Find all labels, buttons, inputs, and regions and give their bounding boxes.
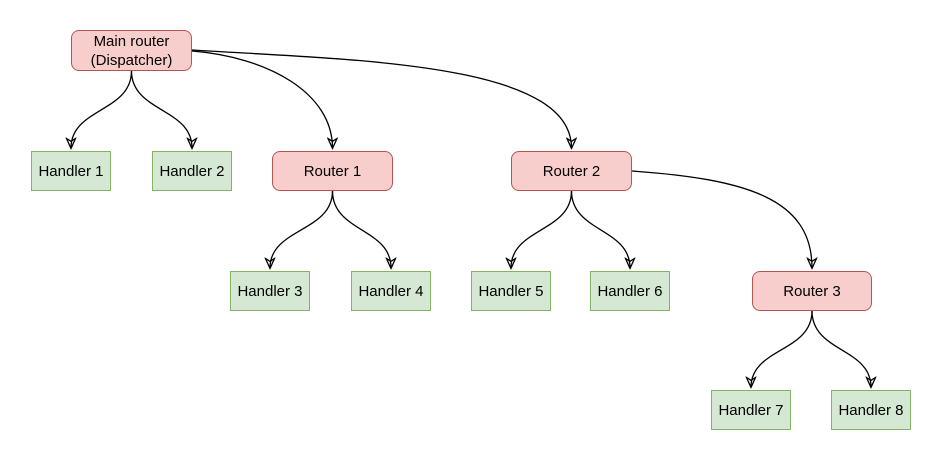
- edge-main-router-to-handler-2: [130, 70, 193, 148]
- node-router-2-label: Router 2: [542, 162, 601, 180]
- edge-main-router-to-router-1: [191, 50, 333, 148]
- node-handler-3: Handler 3: [230, 271, 310, 311]
- edge-router-3-to-handler-8: [811, 310, 871, 387]
- node-handler-7: Handler 7: [711, 390, 791, 430]
- edge-router-1-to-handler-3: [270, 190, 334, 268]
- edge-main-router-to-router-2: [191, 49, 572, 148]
- edge-router-3-to-handler-7: [751, 310, 813, 387]
- node-handler-7-label: Handler 7: [718, 401, 784, 419]
- node-handler-1-label: Handler 1: [38, 162, 104, 180]
- edge-router-2-to-router-3: [631, 170, 812, 268]
- node-router-1-label: Router 1: [303, 162, 362, 180]
- node-handler-2: Handler 2: [152, 151, 232, 191]
- node-handler-1: Handler 1: [31, 151, 111, 191]
- node-router-3-label: Router 3: [783, 282, 841, 300]
- node-handler-6: Handler 6: [590, 271, 670, 311]
- node-handler-5: Handler 5: [471, 271, 551, 311]
- node-router-1: Router 1: [272, 151, 393, 191]
- node-handler-8-label: Handler 8: [838, 401, 904, 419]
- node-handler-5-label: Handler 5: [478, 282, 544, 300]
- node-main-router: Main router (Dispatcher): [71, 30, 192, 71]
- node-handler-8: Handler 8: [831, 390, 911, 430]
- edge-router-2-to-handler-5: [511, 190, 573, 268]
- node-handler-6-label: Handler 6: [597, 282, 663, 300]
- node-main-router-label: Main router (Dispatcher): [90, 32, 173, 69]
- node-handler-3-label: Handler 3: [237, 282, 303, 300]
- node-handler-2-label: Handler 2: [159, 162, 225, 180]
- node-handler-4: Handler 4: [351, 271, 431, 311]
- edge-router-2-to-handler-6: [570, 190, 631, 268]
- edge-main-router-to-handler-1: [71, 70, 133, 148]
- node-router-2: Router 2: [511, 151, 632, 191]
- edge-router-1-to-handler-4: [331, 190, 392, 268]
- node-router-3: Router 3: [752, 271, 872, 311]
- node-handler-4-label: Handler 4: [358, 282, 424, 300]
